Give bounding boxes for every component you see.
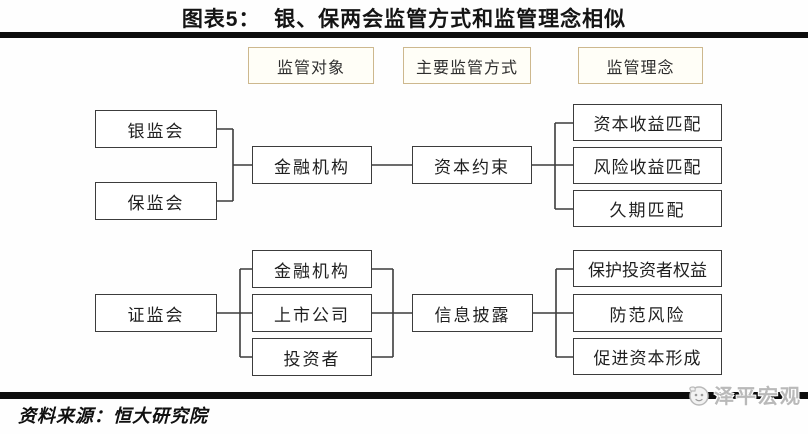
header-box-method: 主要监管方式 bbox=[403, 47, 531, 84]
box-csrc: 证监会 bbox=[95, 294, 217, 332]
figure-title: 图表5： 银、保两会监管方式和监管理念相似 bbox=[181, 8, 627, 31]
box-information-disclosure: 信息披露 bbox=[412, 294, 533, 332]
box-risk-prevention: 防范风险 bbox=[573, 294, 722, 332]
box-duration-match: 久期匹配 bbox=[573, 190, 722, 227]
box-protect-investor-rights: 保护投资者权益 bbox=[573, 250, 722, 287]
box-risk-return-match: 风险收益匹配 bbox=[573, 147, 722, 184]
watermark: 泽平宏观 bbox=[685, 380, 802, 409]
top-rule bbox=[0, 32, 808, 38]
bottom-rule bbox=[0, 392, 808, 399]
box-financial-institutions-top: 金融机构 bbox=[252, 146, 372, 184]
box-cbrc: 银监会 bbox=[95, 110, 217, 148]
header-box-object: 监管对象 bbox=[248, 47, 374, 84]
header-box-concept: 监管理念 bbox=[578, 47, 703, 84]
box-capital-return-match: 资本收益匹配 bbox=[573, 104, 722, 141]
source-note: 资料来源：恒大研究院 bbox=[18, 406, 208, 426]
box-capital-formation: 促进资本形成 bbox=[573, 338, 722, 375]
watermark-face-icon bbox=[685, 382, 711, 408]
box-financial-institutions-bottom: 金融机构 bbox=[252, 250, 372, 288]
box-investors: 投资者 bbox=[252, 338, 372, 376]
watermark-label: 泽平宏观 bbox=[714, 386, 802, 408]
box-listed-companies: 上市公司 bbox=[252, 294, 372, 332]
box-capital-constraint: 资本约束 bbox=[412, 146, 532, 184]
box-circ: 保监会 bbox=[95, 182, 217, 220]
